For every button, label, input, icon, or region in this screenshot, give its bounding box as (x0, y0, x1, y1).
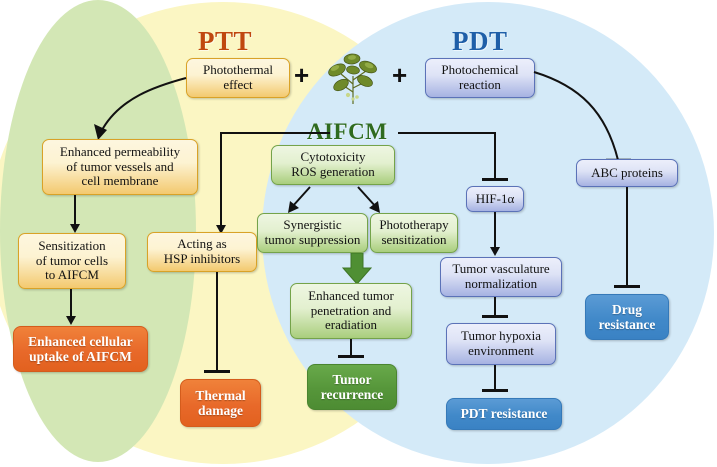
box-abc-proteins[interactable]: ABC proteins (576, 159, 678, 187)
box-tumor-vasculature-normalization[interactable]: Tumor vasculature normalization (440, 257, 562, 297)
venn-circle-overlap (0, 0, 196, 462)
connector-abc-to-drug-resistance (626, 187, 628, 287)
box-line: Enhanced permeability (59, 144, 181, 160)
box-line: damage (198, 403, 243, 418)
box-line: effect (223, 77, 253, 92)
box-line: Tumor vasculature (452, 261, 550, 277)
connector-aifcm-right-vertical (494, 132, 496, 180)
box-line: of tumor vessels and (66, 158, 174, 174)
box-synergistic-tumor-suppression[interactable]: Synergistic tumor suppression (257, 213, 368, 253)
box-line: Synergistic (283, 217, 342, 233)
box-line: eradiation (325, 317, 377, 333)
box-line: Tumor hypoxia (460, 328, 542, 344)
box-tumor-hypoxia-environment[interactable]: Tumor hypoxia environment (446, 323, 556, 365)
inhibition-bar (204, 370, 230, 373)
section-title-aifcm: AIFCM (307, 119, 388, 144)
inhibition-bar (482, 178, 508, 181)
box-line: Tumor (332, 371, 372, 387)
box-thermal-damage[interactable]: Thermal damage (180, 379, 261, 427)
box-line: Phototherapy (379, 217, 449, 233)
box-line: HSP inhibitors (163, 251, 241, 266)
box-line: reaction (459, 77, 501, 92)
box-line: PDT resistance (460, 406, 548, 422)
box-line: to AIFCM (45, 267, 99, 283)
box-line: recurrence (320, 387, 384, 402)
inhibition-bar (614, 285, 640, 288)
inhibition-bar (482, 315, 508, 318)
box-line: resistance (598, 317, 656, 332)
box-line: ROS generation (291, 164, 375, 179)
box-tumor-recurrence[interactable]: Tumor recurrence (307, 364, 397, 410)
box-line: cell membrane (81, 173, 159, 189)
section-title-pdt: PDT (452, 26, 508, 56)
box-line: Enhanced cellular (28, 333, 133, 349)
box-line: tumor suppression (264, 232, 361, 247)
plus-operator-1: + (294, 60, 310, 90)
box-line: Thermal (195, 387, 246, 403)
box-line: Photothermal (202, 62, 274, 78)
box-phototherapy-sensitization[interactable]: Phototherapy sensitization (370, 213, 458, 253)
connector-aifcm-title-left-dash (304, 132, 330, 134)
connector-permeability-to-sensitization (74, 195, 76, 227)
arrowhead (490, 247, 500, 256)
connector-vasculature-to-hypoxia (494, 297, 496, 317)
box-enhanced-tumor-penetration[interactable]: Enhanced tumor penetration and eradiatio… (290, 283, 412, 339)
box-enhanced-cellular-uptake[interactable]: Enhanced cellular uptake of AIFCM (13, 326, 148, 372)
box-photothermal-effect[interactable]: Photothermal effect (186, 58, 290, 98)
box-cytotoxicity-ros[interactable]: Cytotoxicity ROS generation (271, 145, 395, 185)
inhibition-bar (482, 389, 508, 392)
box-hif-1-alpha[interactable]: HIF-1α (466, 186, 524, 212)
connector-hif-to-vasculature (494, 212, 496, 250)
box-line: of tumor cells (35, 252, 109, 268)
inhibition-bar (338, 355, 364, 358)
arrowhead (70, 224, 80, 233)
connector-aifcm-title-right-dash (398, 132, 496, 134)
box-line: Drug (612, 301, 642, 317)
box-line: sensitization (381, 232, 447, 247)
connector-aifcm-left-vertical (220, 132, 222, 228)
arrowhead (216, 225, 226, 234)
box-line: Cytotoxicity (300, 149, 366, 165)
connector-penetration-to-recurrence (350, 339, 352, 357)
box-photochemical-reaction[interactable]: Photochemical reaction (425, 58, 535, 98)
arrowhead (66, 316, 76, 325)
box-hsp-inhibitors[interactable]: Acting as HSP inhibitors (147, 232, 257, 272)
box-line: uptake of AIFCM (29, 349, 132, 364)
connector-hypoxia-to-pdt-resistance (494, 365, 496, 391)
plus-operator-2: + (392, 60, 408, 90)
thick-down-arrow (341, 253, 373, 285)
connector-aifcm-left-horizontal (220, 132, 304, 134)
box-line: penetration and (310, 302, 392, 318)
box-line: ABC proteins (591, 164, 663, 180)
box-line: Acting as (177, 236, 227, 252)
herb-plant-icon (328, 53, 377, 104)
curved-arrow-photothermal-to-permeability (94, 77, 187, 140)
arrows-cytotoxicity-split (288, 186, 380, 213)
connector-sensitization-to-uptake (70, 289, 72, 319)
section-title-ptt: PTT (198, 26, 253, 56)
box-line: normalization (464, 276, 538, 291)
connector-hsp-to-thermal-damage (216, 272, 218, 372)
box-line: environment (468, 343, 534, 358)
box-pdt-resistance[interactable]: PDT resistance (446, 398, 562, 430)
box-line: HIF-1α (475, 190, 515, 206)
box-line: Sensitization (38, 238, 106, 254)
box-enhanced-permeability[interactable]: Enhanced permeability of tumor vessels a… (42, 139, 198, 195)
box-line: Photochemical (441, 62, 519, 78)
box-sensitization-tumor-cells[interactable]: Sensitization of tumor cells to AIFCM (18, 233, 126, 289)
box-line: Enhanced tumor (308, 288, 394, 304)
curved-inhibition-photochemical-to-abc (533, 71, 631, 162)
box-drug-resistance[interactable]: Drug resistance (585, 294, 669, 340)
